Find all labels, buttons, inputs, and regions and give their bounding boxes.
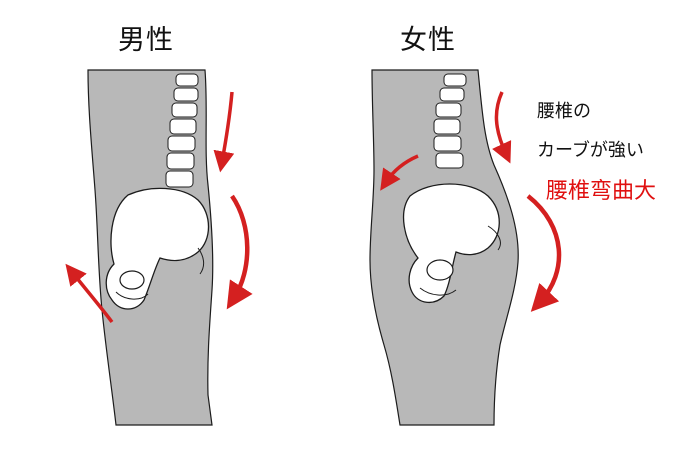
female-pelvis-icon (402, 183, 501, 303)
female-arrow-lower (526, 194, 562, 312)
female-figure (369, 69, 562, 426)
annotation-line-2: カーブが強い (537, 140, 644, 161)
female-arrow-upper (492, 91, 512, 164)
male-title: 男性 (118, 25, 174, 56)
male-pelvis-icon (105, 187, 210, 310)
male-arrow-upper (213, 91, 235, 173)
male-spine-icon (165, 73, 199, 188)
male-arrow-lower (226, 194, 253, 310)
annotation-line-1: 腰椎の (537, 101, 591, 122)
annotation-highlight: 腰椎弯曲大 (546, 179, 657, 204)
female-arrow-back (380, 154, 419, 191)
male-arrow-back (65, 263, 114, 324)
male-figure (65, 69, 253, 426)
female-spine-icon (433, 73, 467, 169)
female-title: 女性 (400, 25, 456, 56)
